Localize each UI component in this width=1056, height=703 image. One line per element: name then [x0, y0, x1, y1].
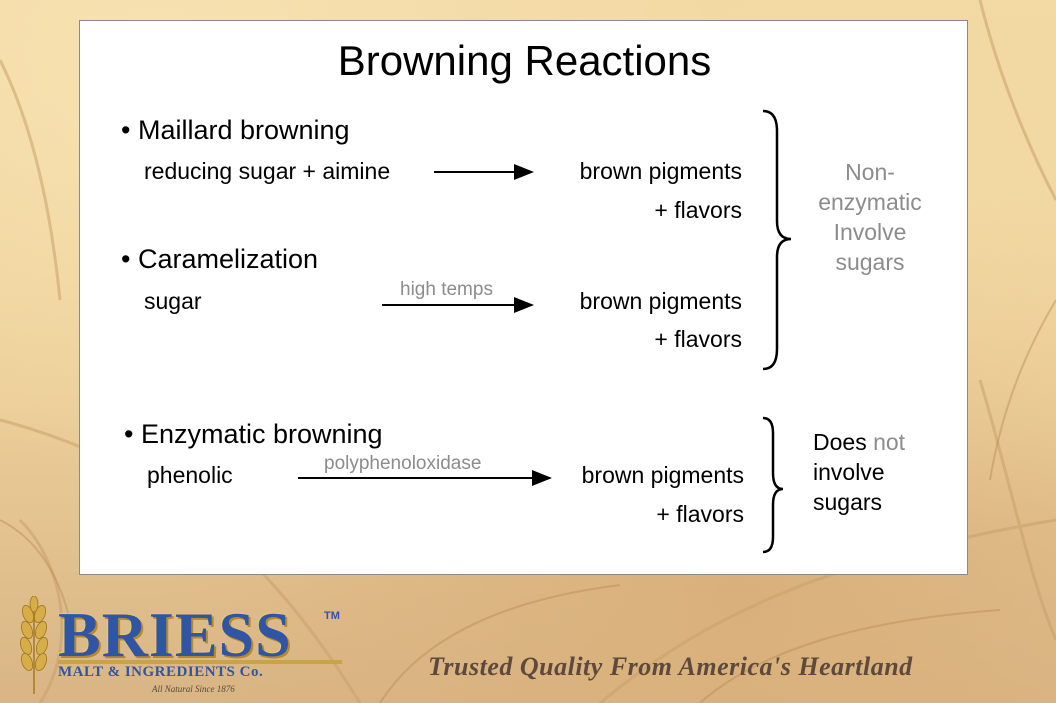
briess-logo: BRIESS TM MALT & INGREDIENTS Co. All Nat…: [14, 596, 344, 700]
logo-rule: [58, 660, 342, 664]
enzymatic-label-not: not: [873, 429, 906, 455]
caramelization-arrow-label: high temps: [400, 279, 493, 300]
non-enzymatic-label: Non- enzymatic Involve sugars: [802, 157, 938, 277]
enzymatic-label-line-1: Does not: [813, 427, 953, 457]
content-panel: Browning Reactions • Maillard browning r…: [79, 20, 968, 575]
maillard-product: brown pigments: [579, 158, 742, 184]
non-enzymatic-line-2: enzymatic: [818, 189, 922, 215]
brand-since: All Natural Since 1876: [152, 684, 235, 694]
non-enzymatic-line-1: Non-: [845, 159, 895, 185]
maillard-extra: + flavors: [654, 197, 742, 223]
caramelization-product: brown pigments: [579, 288, 742, 314]
footer-tagline: Trusted Quality From America's Heartland: [428, 652, 913, 681]
enzymatic-arrow-label: polyphenoloxidase: [324, 453, 482, 474]
enzymatic-label-does: Does: [813, 429, 874, 455]
caramelization-extra: + flavors: [654, 326, 742, 352]
caramelization-heading: • Caramelization: [121, 244, 319, 274]
enzymatic-label-line-2: involve: [813, 459, 885, 485]
enzymatic-label: Does not involve sugars: [813, 427, 953, 517]
enzymatic-reactant: phenolic: [147, 462, 233, 488]
wheat-icon: [19, 596, 49, 694]
brand-subtitle: MALT & INGREDIENTS Co.: [58, 664, 264, 680]
caramelization-reactant: sugar: [144, 288, 202, 314]
enzymatic-extra: + flavors: [656, 501, 744, 527]
enzymatic-product: brown pigments: [581, 462, 744, 488]
non-enzymatic-brace: [762, 109, 792, 371]
brand-name: BRIESS: [58, 599, 292, 670]
slide-title: Browning Reactions: [337, 37, 712, 84]
trademark: TM: [324, 610, 340, 622]
enzymatic-label-line-3: sugars: [813, 489, 883, 515]
maillard-reactant: reducing sugar + aimine: [144, 158, 391, 184]
maillard-heading: • Maillard browning: [121, 115, 350, 145]
enzymatic-heading: • Enzymatic browning: [124, 419, 383, 449]
enzymatic-brace: [762, 416, 784, 554]
non-enzymatic-line-3: Involve: [833, 219, 907, 245]
non-enzymatic-line-4: sugars: [835, 249, 905, 275]
